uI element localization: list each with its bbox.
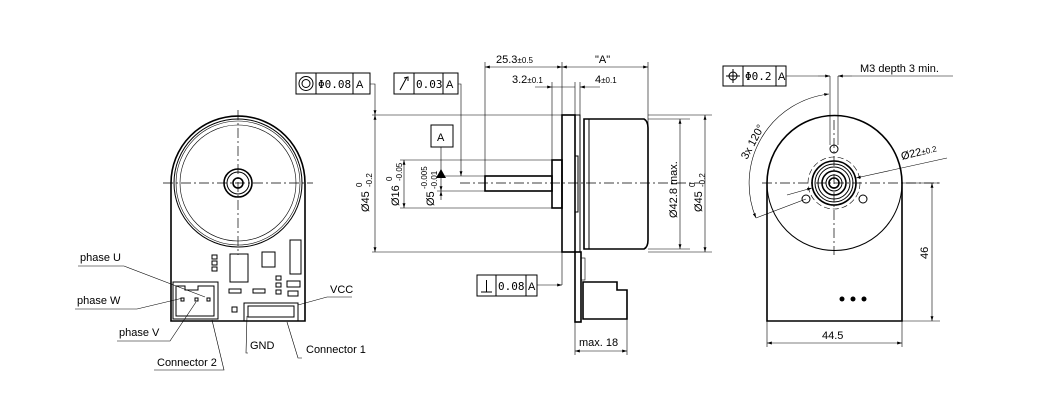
flange bbox=[561, 114, 576, 253]
runout-frame: 0.03 A bbox=[393, 72, 463, 176]
label-vcc: VCC bbox=[330, 284, 353, 296]
perpendicularity-frame: 0.08 A bbox=[476, 252, 563, 297]
label-phase-v: phase V bbox=[119, 327, 160, 339]
svg-text:A: A bbox=[356, 79, 364, 91]
dim-a: "A" bbox=[595, 54, 610, 66]
dim-angle: 3x 120° bbox=[739, 123, 767, 162]
label-gnd: GND bbox=[250, 340, 275, 352]
label-phase-w: phase W bbox=[77, 295, 121, 307]
svg-text:Ø45: Ø45 bbox=[693, 191, 705, 212]
dim-dia5: Ø5 -0.005 -0.01 bbox=[420, 166, 439, 206]
motor-body bbox=[583, 118, 649, 250]
dim-dia42-8: Ø42.8 max. bbox=[668, 161, 680, 218]
svg-text:0: 0 bbox=[688, 182, 697, 187]
dim-46: 46 bbox=[919, 247, 931, 259]
connector-1 bbox=[243, 302, 299, 322]
dim-dia45-left: Ø45 0 -0.2 bbox=[355, 173, 374, 212]
dim-25-3: 25.3±0.5 bbox=[496, 54, 533, 66]
dim-max-18: max. 18 bbox=[579, 337, 618, 349]
svg-text:Ø16: Ø16 bbox=[390, 185, 402, 206]
svg-text:A: A bbox=[528, 281, 536, 293]
label-connector-2: Connector 2 bbox=[157, 357, 217, 369]
svg-text:A: A bbox=[446, 79, 454, 91]
svg-text:0: 0 bbox=[355, 182, 364, 187]
svg-text:0.03: 0.03 bbox=[416, 78, 443, 91]
shaft bbox=[484, 175, 553, 192]
label-connector-1: Connector 1 bbox=[306, 344, 366, 356]
concentricity-icon bbox=[298, 76, 314, 91]
dim-dia22: Ø22±0.2 bbox=[900, 142, 939, 163]
position-frame: Φ0.2 A bbox=[722, 65, 818, 87]
dim-4: 4±0.1 bbox=[595, 74, 617, 86]
dim-dia16: Ø16 0 -0.05 bbox=[385, 162, 404, 206]
svg-text:Ø5: Ø5 bbox=[425, 191, 437, 206]
svg-text:-0.2: -0.2 bbox=[698, 173, 707, 187]
runout-arrow-icon bbox=[399, 76, 409, 91]
svg-text:0.08: 0.08 bbox=[498, 280, 525, 293]
concentricity-frame: Φ0.08 A bbox=[295, 72, 377, 115]
hub bbox=[551, 159, 563, 209]
thread-note: M3 depth 3 min. bbox=[860, 63, 939, 75]
svg-text:0: 0 bbox=[385, 176, 394, 181]
pcb-components bbox=[211, 239, 302, 313]
dim-dia45-right: Ø45 0 -0.2 bbox=[688, 173, 707, 212]
rear-housing-outline bbox=[766, 114, 903, 322]
dim-44-5: 44.5 bbox=[822, 330, 843, 342]
side-view: 25.3±0.5 "A" 3.2±0.1 4±0.1 Ø45 0 -0.2 Ø1… bbox=[295, 54, 712, 355]
led-dot bbox=[861, 296, 867, 302]
perpendicularity-icon bbox=[481, 280, 492, 293]
label-phase-u: phase U bbox=[80, 252, 121, 264]
mount-hole bbox=[858, 194, 868, 204]
connector-side bbox=[582, 281, 628, 320]
datum-a: A bbox=[430, 124, 454, 178]
svg-text:-0.01: -0.01 bbox=[430, 170, 439, 189]
front-view: phase U phase W phase V Connector 2 GND … bbox=[75, 110, 366, 371]
dim-3-2: 3.2±0.1 bbox=[512, 74, 543, 86]
svg-text:Φ0.2: Φ0.2 bbox=[745, 70, 772, 83]
led-dot bbox=[850, 296, 856, 302]
svg-text:-0.005: -0.005 bbox=[420, 166, 429, 189]
svg-text:Ø45: Ø45 bbox=[360, 191, 372, 212]
svg-text:Φ0.08: Φ0.08 bbox=[318, 78, 351, 91]
led-dot bbox=[839, 296, 845, 302]
pcb-edge bbox=[574, 251, 582, 323]
front-housing-outline bbox=[170, 115, 306, 322]
svg-text:A: A bbox=[778, 71, 786, 83]
rear-view: Φ0.2 A M3 depth 3 min. 3x 120° Ø22±0.2 4… bbox=[722, 63, 953, 347]
svg-text:A: A bbox=[437, 132, 445, 144]
svg-text:-0.05: -0.05 bbox=[395, 162, 404, 181]
svg-text:-0.2: -0.2 bbox=[365, 173, 374, 187]
